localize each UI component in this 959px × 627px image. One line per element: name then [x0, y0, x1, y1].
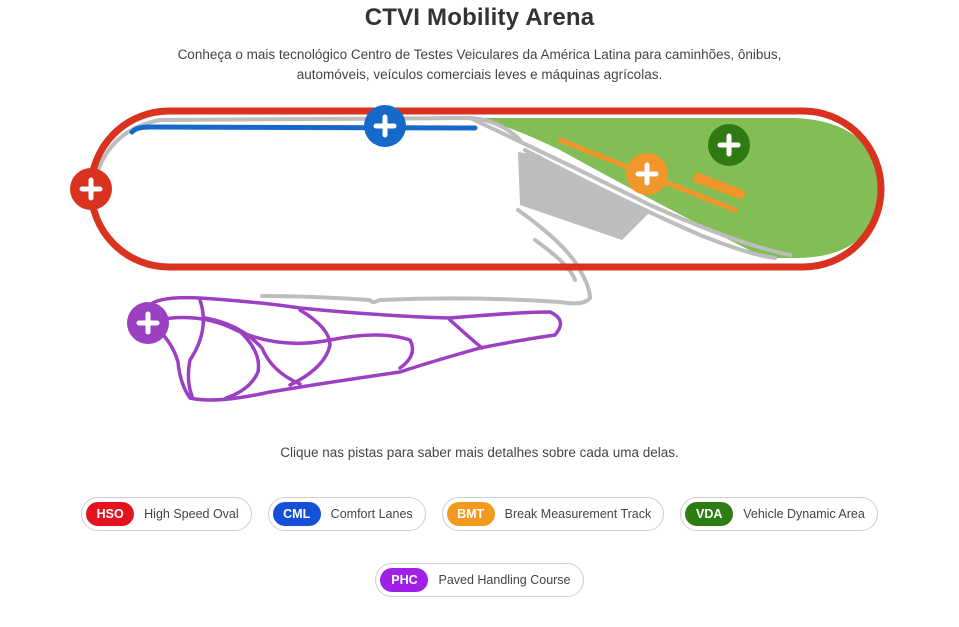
- vda-badge: VDA: [685, 502, 734, 526]
- vda-marker[interactable]: [708, 124, 750, 166]
- plus-icon: [79, 177, 103, 201]
- page-subtitle: Conheça o mais tecnológico Centro de Tes…: [177, 47, 782, 82]
- track-map: [70, 105, 885, 402]
- plus-icon: [373, 114, 397, 138]
- instruction-text: Clique nas pistas para saber mais detalh…: [280, 445, 679, 460]
- bmt-marker[interactable]: [626, 153, 668, 195]
- phc-label: Paved Handling Course: [438, 573, 571, 587]
- hso-label: High Speed Oval: [144, 507, 239, 521]
- legend-vda-button[interactable]: VDA Vehicle Dynamic Area: [680, 497, 878, 531]
- phc-marker[interactable]: [127, 302, 169, 344]
- plus-icon: [136, 311, 160, 335]
- legend-phc-button[interactable]: PHC Paved Handling Course: [375, 563, 584, 597]
- legend-bmt-button[interactable]: BMT Break Measurement Track: [441, 497, 665, 531]
- plus-icon: [717, 133, 741, 157]
- bmt-label: Break Measurement Track: [504, 507, 652, 521]
- page-title: CTVI Mobility Arena: [364, 4, 595, 31]
- bmt-badge: BMT: [446, 502, 495, 526]
- hso-badge: HSO: [86, 502, 135, 526]
- legend-hso-button[interactable]: HSO High Speed Oval: [81, 497, 252, 531]
- cml-track[interactable]: [129, 124, 478, 135]
- grey-tracks: [93, 116, 792, 306]
- cml-label: Comfort Lanes: [330, 507, 413, 521]
- legend-row-1: HSO High Speed Oval CML Comfort Lanes BM…: [0, 497, 959, 531]
- cml-marker[interactable]: [364, 105, 406, 147]
- legend-cml-button[interactable]: CML Comfort Lanes: [267, 497, 426, 531]
- hso-marker[interactable]: [70, 168, 112, 210]
- phc-badge: PHC: [380, 568, 429, 592]
- grey-building: [518, 152, 650, 240]
- phc-track[interactable]: [148, 295, 563, 402]
- vda-label: Vehicle Dynamic Area: [743, 507, 865, 521]
- legend-row-2: PHC Paved Handling Course: [0, 563, 959, 597]
- plus-icon: [635, 162, 659, 186]
- cml-badge: CML: [272, 502, 321, 526]
